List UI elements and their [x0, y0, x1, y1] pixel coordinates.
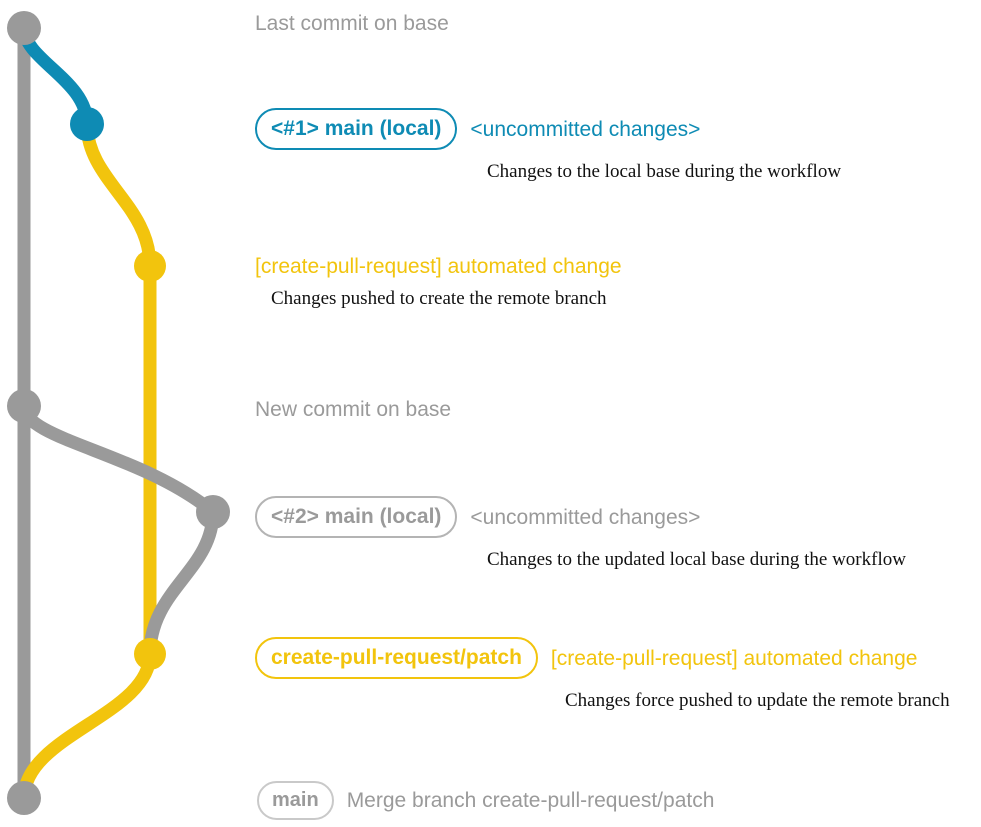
commit-subject: <uncommitted changes>: [470, 505, 701, 529]
commit-subject: New commit on base: [255, 398, 452, 421]
commit-row-main: [create-pull-request] automated change: [255, 256, 622, 277]
commit-subject: [create-pull-request] automated change: [255, 255, 622, 278]
commit-note: Changes to the local base during the wor…: [487, 161, 842, 182]
commit-subject: <uncommitted changes>: [470, 117, 701, 141]
commit-row-last-commit-on-base: Last commit on base: [255, 13, 449, 34]
commit-node-automated-change-1[interactable]: [134, 250, 166, 282]
commit-row-main: <#2> main (local) <uncommitted changes>: [255, 496, 700, 538]
commit-node-local-change-1[interactable]: [70, 107, 104, 141]
commit-row-local-change-2: <#2> main (local) <uncommitted changes> …: [255, 496, 906, 569]
commit-row-automated-change-1: [create-pull-request] automated change C…: [255, 256, 622, 308]
commit-row-main: Last commit on base: [255, 13, 449, 34]
commit-row-main: main Merge branch create-pull-request/pa…: [257, 781, 714, 820]
commit-note: Changes pushed to create the remote bran…: [271, 288, 607, 309]
commit-row-main: create-pull-request/patch [create-pull-r…: [255, 637, 917, 679]
patch-branch-edge-1: [80, 117, 157, 273]
commit-node-local-change-2[interactable]: [196, 495, 230, 529]
commit-subject: Merge branch create-pull-request/patch: [346, 789, 715, 812]
commit-node-new-commit-on-base[interactable]: [7, 389, 41, 423]
patch-merge-edge: [17, 647, 157, 805]
commit-node-merge-commit[interactable]: [7, 781, 41, 815]
commit-row-merge-commit: main Merge branch create-pull-request/pa…: [257, 781, 714, 820]
commit-note: Changes to the updated local base during…: [487, 549, 906, 570]
commit-subject: [create-pull-request] automated change: [550, 646, 918, 670]
commit-row-new-commit-on-base: New commit on base: [255, 399, 451, 420]
commit-note: Changes force pushed to update the remot…: [565, 690, 950, 711]
ref-badge-main-local-2[interactable]: <#2> main (local): [255, 496, 458, 538]
commit-row-local-change-1: <#1> main (local) <uncommitted changes> …: [255, 108, 841, 181]
commit-node-last-commit-on-base[interactable]: [7, 11, 41, 45]
commit-row-main: New commit on base: [255, 399, 451, 420]
commit-node-automated-change-2[interactable]: [134, 638, 166, 670]
commit-subject: Last commit on base: [255, 12, 449, 35]
ref-badge-create-pull-request-patch[interactable]: create-pull-request/patch: [255, 637, 538, 679]
commit-row-main: <#1> main (local) <uncommitted changes>: [255, 108, 700, 150]
side-to-patch-edge: [143, 505, 220, 661]
ref-badge-main-local-1[interactable]: <#1> main (local): [255, 108, 458, 150]
commit-row-automated-change-2: create-pull-request/patch [create-pull-r…: [255, 637, 950, 710]
ref-badge-main[interactable]: main: [257, 781, 334, 820]
